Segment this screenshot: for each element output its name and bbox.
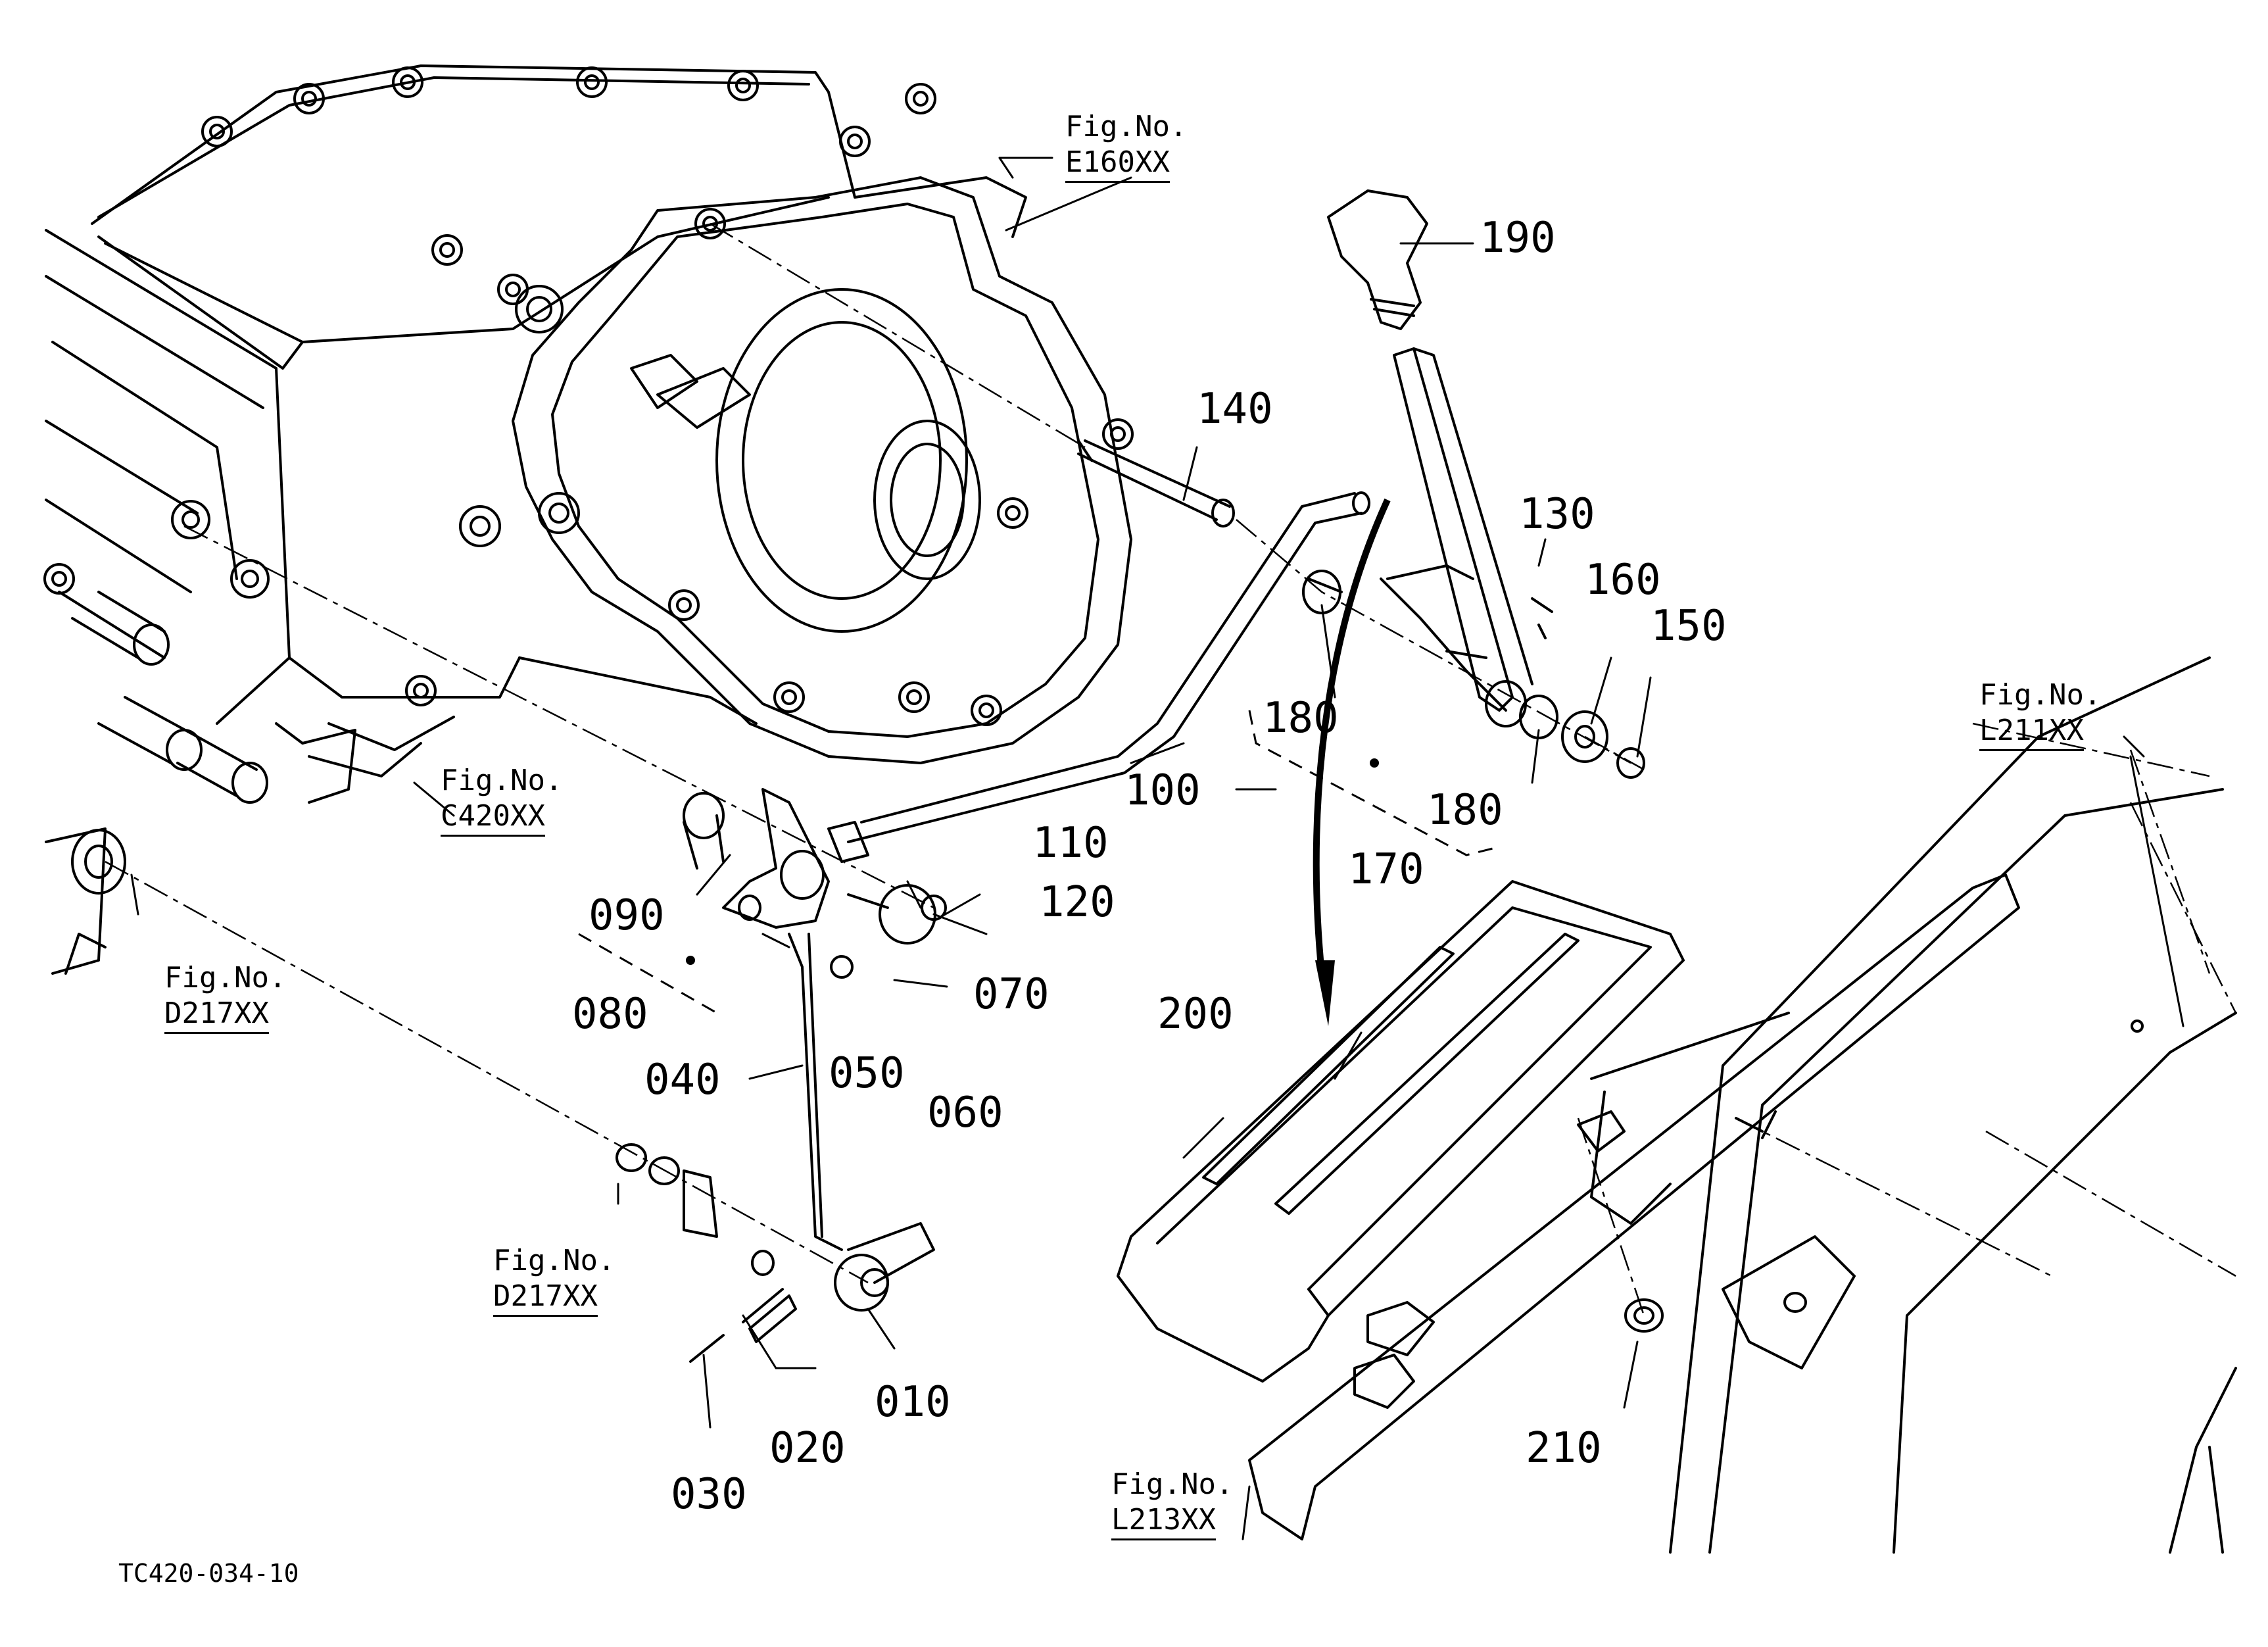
fig-ref-c420: Fig.No. C420XX <box>441 763 562 837</box>
label-part-020: 020 <box>769 1424 846 1473</box>
fig-ref-caption: Fig.No. <box>1111 1467 1234 1501</box>
lever-pivot-parts <box>1302 570 1645 779</box>
fig-ref-l211: Fig.No. L211XX <box>1979 677 2102 752</box>
fig-ref-e160: Fig.No. E160XX <box>1065 109 1188 184</box>
label-part-210: 210 <box>1526 1424 1602 1473</box>
label-part-140: 140 <box>1197 385 1273 433</box>
fig-ref-caption: Fig.No. <box>1979 678 2102 712</box>
label-part-060: 060 <box>927 1089 1003 1137</box>
fig-ref-l213: Fig.No. L213XX <box>1111 1467 1234 1541</box>
fig-ref-d217-top: Fig.No. D217XX <box>164 960 287 1035</box>
part-170-lever <box>1380 347 1533 727</box>
label-part-100: 100 <box>1124 766 1201 815</box>
part-190-grip <box>1327 189 1428 330</box>
fender <box>1669 656 2237 1554</box>
fig-ref-code: C420XX <box>441 799 545 837</box>
part-100-rod <box>827 491 1370 863</box>
fig-ref-caption: Fig.No. <box>493 1244 615 1277</box>
label-part-170: 170 <box>1348 845 1424 894</box>
drawing-code: TC420-034-10 <box>118 1559 299 1588</box>
fig-ref-caption: Fig.No. <box>441 764 563 797</box>
part-140-pivot-shaft <box>1077 439 1235 528</box>
fig-ref-code: L211XX <box>1979 713 2084 752</box>
part-200-cover-plate <box>1117 880 1685 1383</box>
label-part-200: 200 <box>1157 990 1234 1039</box>
label-part-190: 190 <box>1480 214 1556 262</box>
label-part-030: 030 <box>671 1470 747 1519</box>
label-part-050: 050 <box>829 1049 905 1098</box>
label-part-090: 090 <box>589 891 665 940</box>
label-part-150: 150 <box>1651 602 1727 651</box>
fig-ref-code: E160XX <box>1065 145 1170 184</box>
frame-and-brackets <box>1248 873 2020 1540</box>
label-part-120: 120 <box>1039 878 1115 927</box>
label-part-180-left: 180 <box>1263 694 1339 743</box>
fig-ref-caption: Fig.No. <box>164 961 287 995</box>
fig-ref-caption: Fig.No. <box>1065 110 1188 143</box>
label-part-160: 160 <box>1585 556 1661 604</box>
transmission-housing <box>43 64 1134 975</box>
fig-ref-code: L213XX <box>1111 1502 1216 1541</box>
label-part-010: 010 <box>875 1378 951 1427</box>
label-part-080: 080 <box>572 990 648 1039</box>
linkage-parts <box>615 788 947 1363</box>
label-part-180-right: 180 <box>1427 786 1503 835</box>
label-part-070: 070 <box>973 970 1050 1019</box>
fig-ref-code: D217XX <box>164 996 269 1035</box>
label-part-130: 130 <box>1519 490 1595 539</box>
label-part-040: 040 <box>644 1056 721 1104</box>
fig-ref-d217-bottom: Fig.No. D217XX <box>493 1243 615 1317</box>
label-part-110: 110 <box>1032 819 1109 868</box>
fig-ref-code: D217XX <box>493 1279 598 1317</box>
